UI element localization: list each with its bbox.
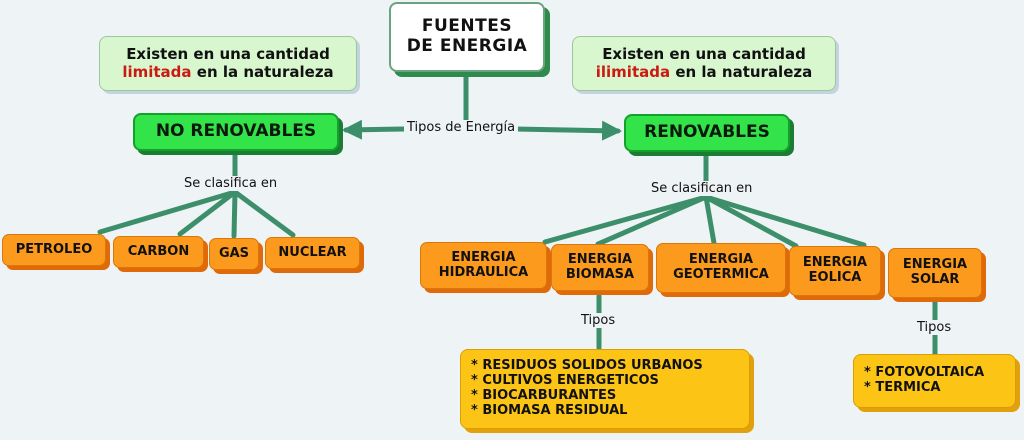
biomasa-line-1: ENERGIA <box>567 251 633 267</box>
list-biomasa-tipos: * RESIDUOS SOLIDOS URBANOS * CULTIVOS EN… <box>460 349 750 429</box>
category-no-renovables: NO RENOVABLES <box>133 113 339 151</box>
link-to-nuclear <box>232 189 296 238</box>
link-to-gas <box>231 189 238 239</box>
list-item: * BIOMASA RESIDUAL <box>471 402 628 418</box>
link-to-eolica <box>703 194 799 249</box>
note-no-renovables: Existen en una cantidad limitada en la n… <box>99 36 357 91</box>
label-tipos-solar: Tipos <box>914 320 955 335</box>
link-to-solar <box>703 194 867 248</box>
leaf-gas: GAS <box>209 238 259 270</box>
solar-line-2: SOLAR <box>910 272 960 287</box>
note-left-line-1: Existen en una cantidad <box>126 45 330 64</box>
leaf-carbon: CARBON <box>113 236 204 268</box>
hidraulica-line-2: HIDRAULICA <box>438 264 529 280</box>
label-se-clasifican-en: Se clasifican en <box>648 181 756 196</box>
link-to-hidraulica <box>542 194 709 245</box>
eolica-line-1: ENERGIA <box>802 255 868 271</box>
note-right-line-2: ilimitada en la naturaleza <box>595 62 813 81</box>
geotermica-line-2: GEOTERMICA <box>673 267 769 282</box>
list-item: * CULTIVOS ENERGETICOS <box>471 373 659 389</box>
link-to-geotermica <box>703 194 717 246</box>
leaf-petroleo: PETROLEO <box>2 234 106 266</box>
note-left-highlight: limitada <box>122 62 192 81</box>
label-tipos-biomasa: Tipos <box>578 313 619 328</box>
category-renovables: RENOVABLES <box>624 114 790 152</box>
list-item: * BIOCARBURANTES <box>471 388 617 403</box>
link-to-carbon <box>177 189 238 237</box>
label-se-clasifica-en: Se clasifica en <box>181 176 281 191</box>
biomasa-line-2: BIOMASA <box>565 266 635 282</box>
leaf-energia-eolica: ENERGIA EOLICA <box>789 246 881 296</box>
hidraulica-line-1: ENERGIA <box>451 249 516 265</box>
leaf-energia-hidraulica: ENERGIA HIDRAULICA <box>420 242 547 289</box>
list-item: * TERMICA <box>864 380 941 395</box>
leaf-energia-biomasa: ENERGIA BIOMASA <box>551 244 649 291</box>
list-item: * FOTOVOLTAICA <box>864 365 985 381</box>
leaf-nuclear: NUCLEAR <box>265 237 360 269</box>
geotermica-line-1: ENERGIA <box>688 252 754 268</box>
eolica-line-2: EOLICA <box>808 270 862 285</box>
note-right-rest: en la naturaleza <box>670 62 813 81</box>
root-fuentes-de-energia: FUENTES DE ENERGIA <box>389 2 545 72</box>
link-to-biomasa <box>595 194 709 247</box>
leaf-energia-geotermica: ENERGIA GEOTERMICA <box>656 243 786 293</box>
solar-line-1: ENERGIA <box>902 257 968 273</box>
list-solar-tipos: * FOTOVOLTAICA * TERMICA <box>853 354 1016 408</box>
leaf-energia-solar: ENERGIA SOLAR <box>888 248 982 298</box>
list-item: * RESIDUOS SOLIDOS URBANOS <box>471 358 703 374</box>
root-line-1: FUENTES <box>421 16 513 37</box>
link-to-petroleo <box>97 189 238 235</box>
note-left-line-2: limitada en la naturaleza <box>122 62 334 81</box>
note-right-highlight: ilimitada <box>595 62 671 81</box>
note-renovables: Existen en una cantidad ilimitada en la … <box>572 36 836 91</box>
label-tipos-de-energia: Tipos de Energía <box>404 120 519 135</box>
note-right-line-1: Existen en una cantidad <box>602 45 806 64</box>
note-left-rest: en la naturaleza <box>191 62 334 81</box>
root-line-2: DE ENERGIA <box>406 36 528 56</box>
